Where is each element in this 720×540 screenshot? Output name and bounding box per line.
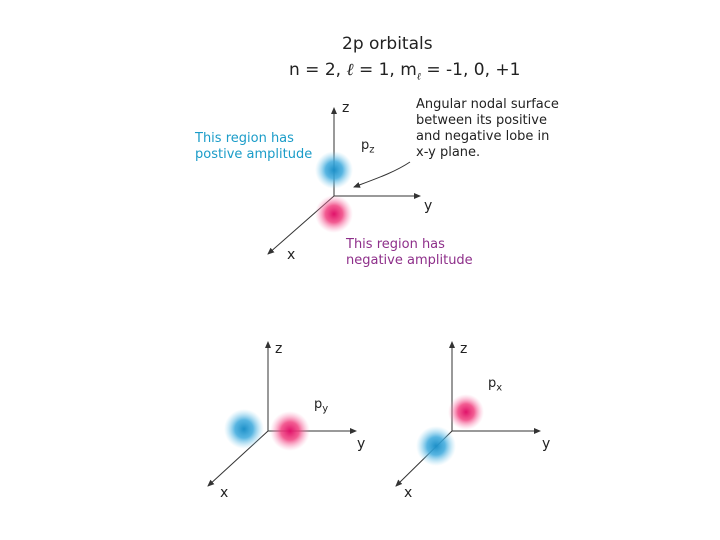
pz-positive-lobe (315, 151, 353, 189)
page-title: 2p orbitals (342, 34, 433, 54)
br-axis-x-label: x (404, 485, 413, 501)
py-positive-lobe (224, 409, 264, 449)
px-label: px (488, 376, 503, 394)
top-axis-x-label: x (287, 247, 296, 263)
br-axis-y-label: y (542, 436, 551, 452)
nodal-surface-arrow (353, 161, 411, 188)
n-value: n = 2, (289, 60, 342, 80)
pz-negative-lobe (315, 195, 353, 233)
py-negative-lobe (270, 411, 310, 451)
br-axis-z-label: z (460, 341, 468, 357)
top-axis-z-label: z (342, 100, 350, 116)
positive-amplitude-note: This region has postive amplitude (195, 131, 313, 162)
quantum-numbers: n = 2, ℓ = 1, mℓ = -1, 0, +1 (289, 60, 520, 82)
l-symbol: ℓ (346, 60, 354, 80)
top-axis-y-label: y (424, 198, 433, 214)
nodal-surface-note: Angular nodal surface between its positi… (416, 97, 559, 160)
bl-axis-z-label: z (275, 341, 283, 357)
l-value: = 1, m (353, 60, 417, 80)
px-negative-lobe (448, 394, 484, 430)
bl-axis-x-label: x (220, 485, 229, 501)
px-positive-lobe (416, 426, 456, 466)
ml-subscript: ℓ (416, 71, 421, 83)
negative-amplitude-note: This region has negative amplitude (346, 237, 473, 268)
bl-axis-y-label: y (357, 436, 366, 452)
pz-label: pz (361, 138, 375, 156)
ml-values: = -1, 0, +1 (420, 60, 521, 80)
py-label: py (314, 397, 329, 415)
